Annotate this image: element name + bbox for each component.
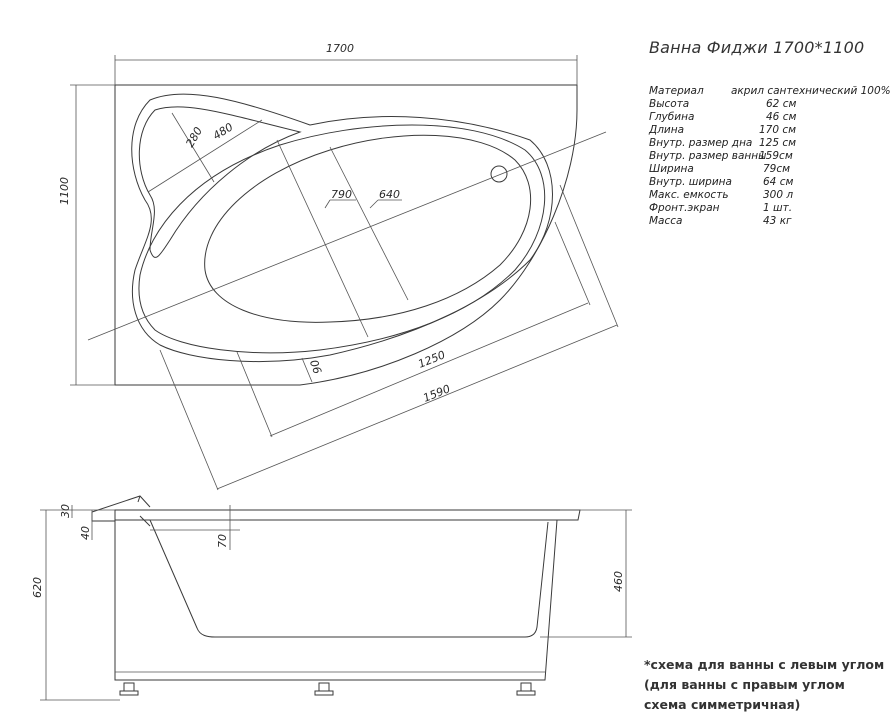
dim-280: 280: [183, 125, 205, 150]
spec-value: 64 см: [763, 176, 794, 188]
spec-label: Ширина: [649, 163, 694, 175]
spec-value: 79см: [763, 163, 791, 175]
dim-620: 620: [31, 577, 44, 598]
spec-value: 170 см: [759, 124, 797, 136]
spec-row: Масса 43 кг: [649, 215, 891, 228]
corner-shelf: [138, 106, 302, 258]
spec-row: Длина 170 см: [649, 124, 891, 137]
side-rim: [114, 509, 581, 521]
spec-label: Внутр. размер ванны: [649, 150, 767, 162]
dim-640: 640: [379, 188, 400, 201]
spec-row: Высота 62 см: [649, 98, 891, 111]
dim-30: 30: [59, 504, 72, 518]
spec-row: Внутр. размер дна 125 см: [649, 137, 891, 150]
spec-row: Ширина 79см: [649, 163, 891, 176]
spec-value: 62 см: [766, 98, 797, 110]
dim-40: 40: [79, 526, 92, 540]
dim-1590: 1590: [421, 382, 452, 405]
spec-value: 159см: [759, 150, 793, 162]
spec-list: Материал акрил сантехнический 100% Высота…: [649, 85, 891, 228]
note-line: схема симметричная): [644, 697, 801, 712]
spec-row: Материал акрил сантехнический 100%: [649, 85, 891, 98]
dim-1700: 1700: [326, 42, 354, 55]
side-body: [114, 519, 558, 681]
spec-label: Высота: [649, 98, 690, 110]
spec-label: Внутр. ширина: [649, 176, 732, 188]
axis-line: [87, 131, 607, 341]
inner-rim: [138, 124, 546, 354]
spec-value: акрил сантехнический 100%: [731, 85, 891, 97]
side-view: 620 30 40 70 460: [31, 495, 632, 701]
bath-title: Ванна Фиджи 1700*1100: [649, 38, 865, 57]
symmetry-note: *схема для ванны с левым углом (для ванн…: [644, 655, 884, 715]
note-line: (для ванны с правым углом: [644, 677, 845, 692]
spec-value: 300 л: [763, 189, 794, 201]
spec-row: Макс. емкость 300 л: [649, 189, 891, 202]
spec-value: 46 см: [766, 111, 797, 123]
spec-row: Глубина 46 см: [649, 111, 891, 124]
spec-label: Длина: [649, 124, 685, 136]
spec-label: Масса: [649, 215, 683, 227]
spec-label: Внутр. размер дна: [649, 137, 753, 149]
dim-460: 460: [612, 571, 625, 592]
note-line: *схема для ванны с левым углом: [644, 657, 885, 672]
spec-label: Макс. емкость: [649, 189, 729, 201]
spec-value: 1 шт.: [763, 202, 793, 214]
dim-1100: 1100: [58, 177, 71, 205]
dim-70: 70: [216, 534, 229, 548]
spec-label: Материал: [649, 85, 704, 97]
spec-label: Глубина: [649, 111, 695, 123]
drain-icon: [490, 165, 508, 183]
spec-value: 43 кг: [763, 215, 792, 227]
dim-90: 90: [308, 358, 325, 376]
legs: [119, 682, 536, 696]
spec-row: Фронт.экран 1 шт.: [649, 202, 891, 215]
spec-row: Внутр. ширина 64 см: [649, 176, 891, 189]
dim-790: 790: [331, 188, 352, 201]
spec-label: Фронт.экран: [649, 202, 720, 214]
spec-value: 125 см: [759, 137, 797, 149]
top-view: 1700 1100 280 480 790 640 1250 1590: [58, 42, 619, 491]
top-view-outline: [114, 84, 578, 386]
side-basin: [149, 519, 549, 638]
inner-basin: [204, 134, 532, 323]
